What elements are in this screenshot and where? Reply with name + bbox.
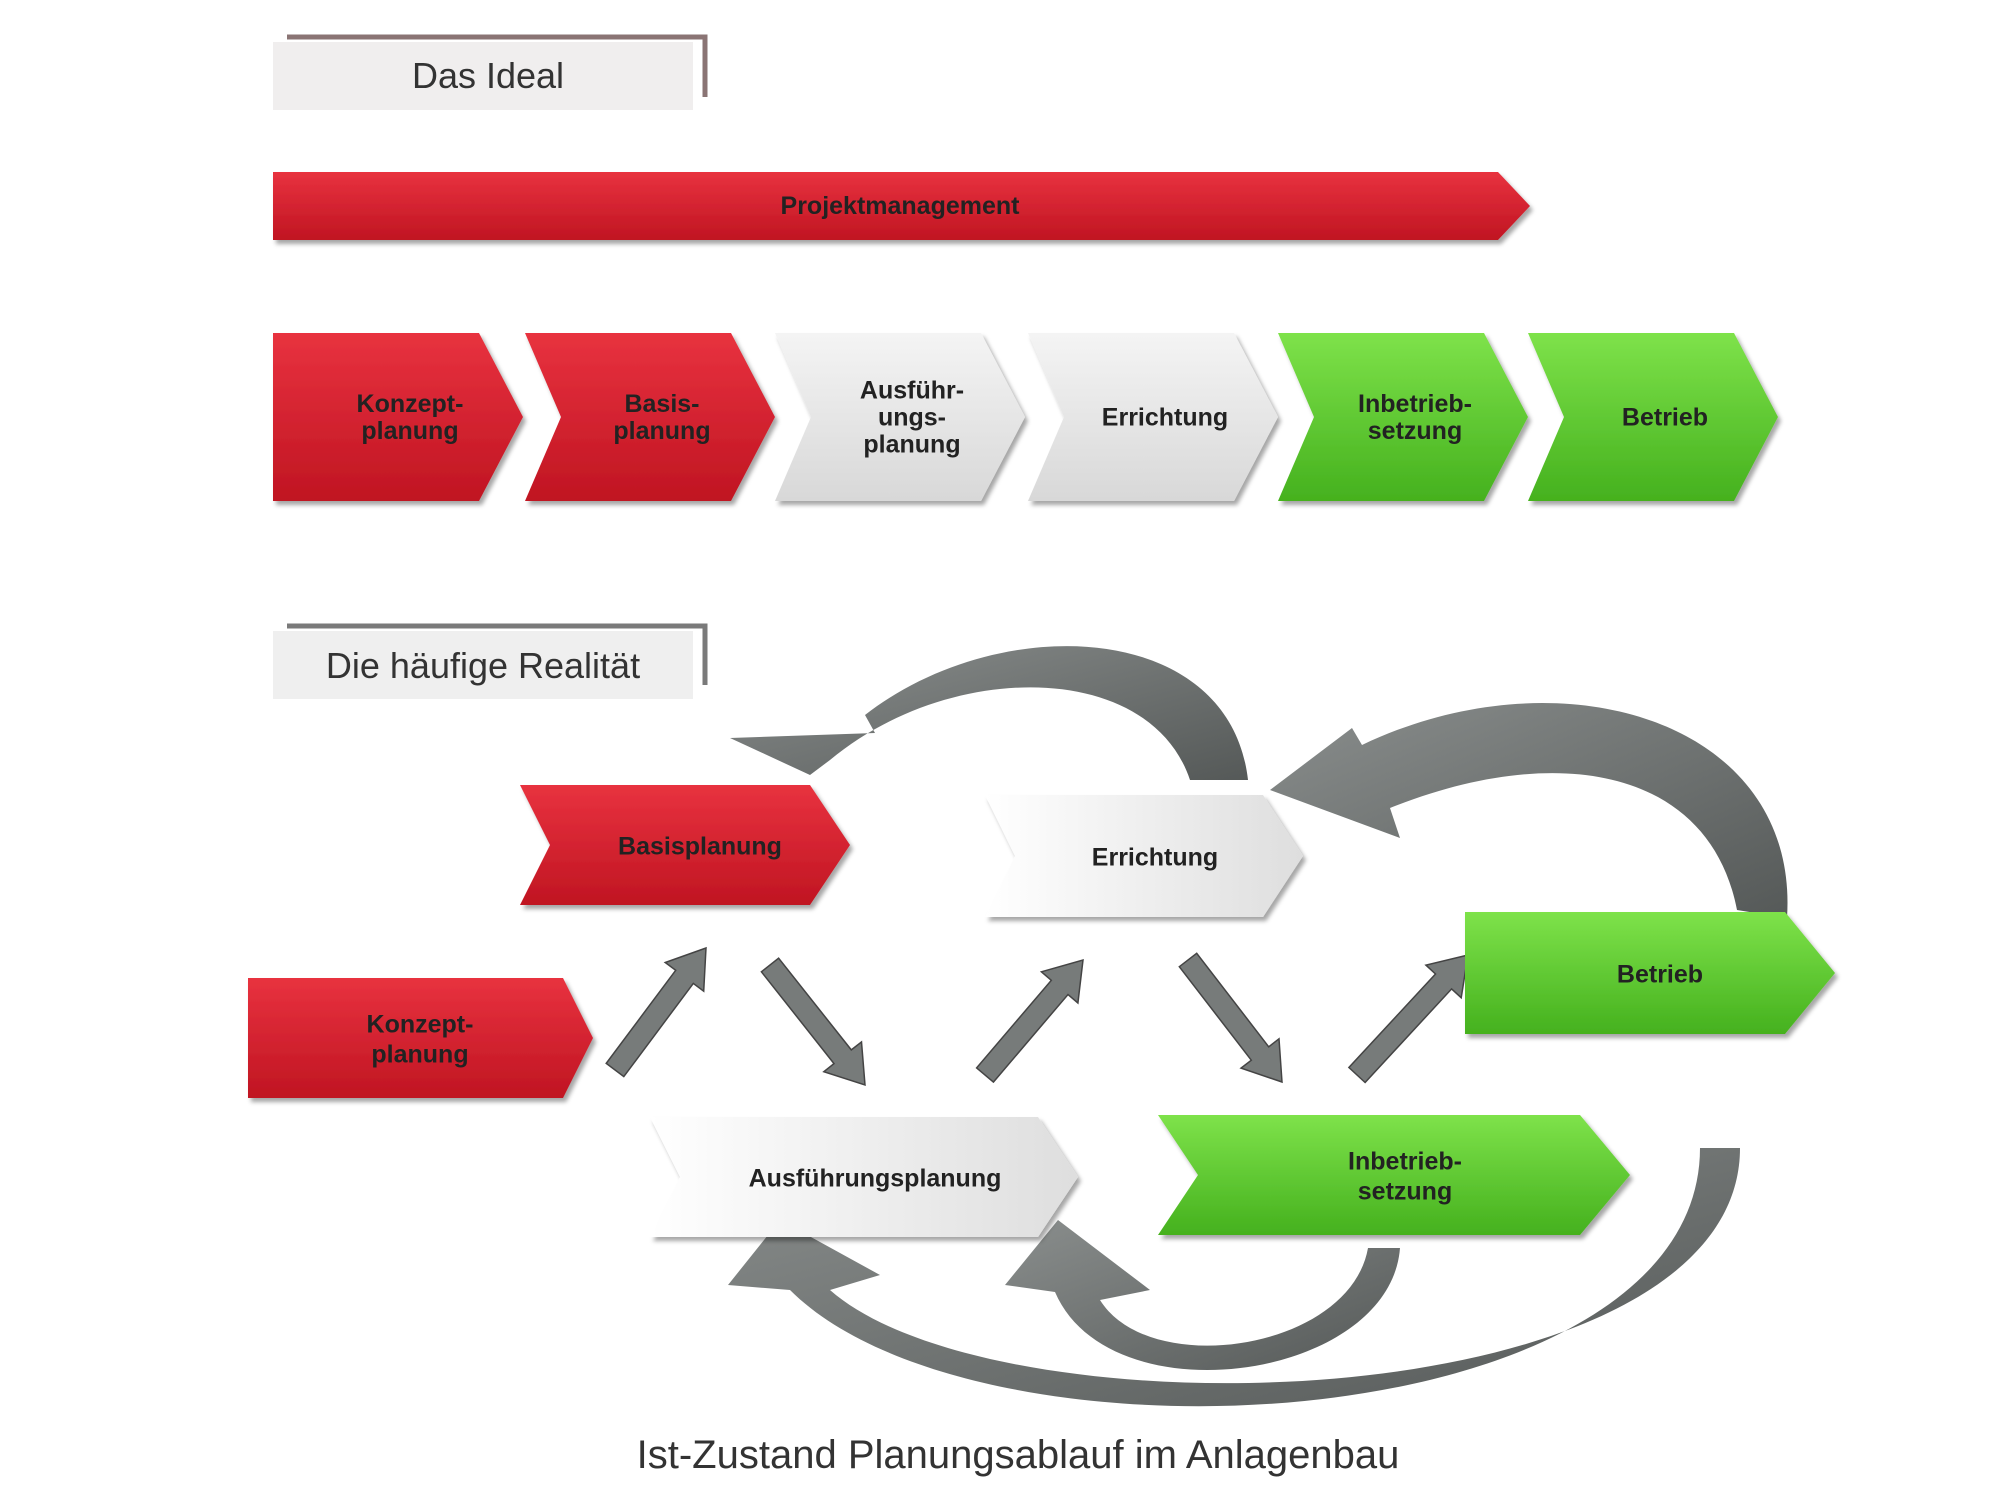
projektmanagement-label: Projektmanagement [781, 192, 1021, 220]
reality-node-errichtung-shape [985, 795, 1303, 917]
ideal-step-4: Errichtung [1028, 333, 1278, 501]
ideal-step-5-shape [1278, 333, 1528, 501]
reality-node-betrieb: Betrieb [1465, 912, 1835, 1034]
ideal-step-4-label-line-0: Errichtung [1102, 403, 1228, 431]
ideal-header-text: Das Ideal [412, 55, 564, 96]
arrow-inbetrieb-to-betrieb [1347, 954, 1469, 1084]
reality-node-errichtung: Errichtung [985, 795, 1303, 917]
curved-arrow-errichtung-to-basis [730, 646, 1248, 780]
ideal-step-4-shape [1028, 333, 1278, 501]
curved-arrows [728, 646, 1788, 1407]
reality-node-basis-shape [520, 785, 850, 905]
reality-node-basis-label-line-0: Basisplanung [618, 832, 782, 860]
reality-node-basis: Basisplanung [520, 785, 850, 905]
ideal-step-2-label-line-1: planung [613, 417, 710, 445]
reality-node-ausfuehrung-label-line-0: Ausführungsplanung [749, 1164, 1002, 1192]
reality-node-ausfuehrung-shape [650, 1117, 1078, 1237]
reality-node-errichtung-label-line-0: Errichtung [1092, 843, 1218, 871]
ideal-step-row: Konzept-planungBasis-planungAusführ-ungs… [273, 333, 1778, 501]
ideal-step-1-label-line-1: planung [361, 417, 458, 445]
ideal-step-3-label-line-0: Ausführ- [860, 377, 964, 405]
reality-node-konzept-label-line-1: planung [371, 1041, 468, 1069]
diagram-caption: Ist-Zustand Planungsablauf im Anlagenbau [637, 1433, 1400, 1477]
reality-node-inbetrieb-label-line-0: Inbetrieb- [1348, 1147, 1462, 1175]
ideal-step-5: Inbetrieb-setzung [1278, 333, 1528, 501]
reality-node-group: Konzept-planung Basisplanung ErrichtungAus… [248, 785, 1835, 1237]
ideal-step-3-label-line-1: ungs- [878, 403, 946, 431]
arrow-konzept-to-basis [605, 946, 707, 1078]
ideal-step-2: Basis-planung [525, 333, 775, 501]
reality-header: Die häufige Realität [273, 623, 708, 699]
reality-node-konzept-label-line-0: Konzept- [367, 1010, 474, 1038]
ideal-step-3: Ausführ-ungs-planung [775, 333, 1025, 501]
reality-header-text: Die häufige Realität [326, 645, 640, 686]
projektmanagement-bar: Projektmanagement [273, 172, 1530, 240]
ideal-step-6-shape [1528, 333, 1778, 501]
reality-node-inbetrieb-label-line-1: setzung [1358, 1178, 1452, 1206]
arrow-ausfuehrung-to-errichtung [975, 958, 1084, 1084]
reality-node-inbetrieb-shape [1158, 1115, 1630, 1235]
ideal-step-2-shape [525, 333, 775, 501]
ideal-step-5-label-line-0: Inbetrieb- [1358, 390, 1472, 418]
ideal-step-3-shape [775, 333, 1025, 501]
curved-arrow-inbetrieb-to-ausfuehrung [1005, 1220, 1400, 1371]
ideal-header: Das Ideal [273, 34, 708, 110]
ideal-step-1: Konzept-planung [273, 333, 523, 501]
reality-node-konzept-shape [248, 978, 593, 1098]
reality-node-ausfuehrung: Ausführungsplanung [650, 1117, 1078, 1237]
small-arrows [605, 946, 1469, 1087]
ideal-step-3-label-line-2: planung [863, 430, 960, 458]
curved-arrow-betrieb-to-errichtung [1270, 703, 1788, 918]
arrow-basis-to-ausfuehrung [760, 957, 866, 1087]
ideal-step-2-label-line-0: Basis- [624, 390, 699, 418]
ideal-step-5-label-line-1: setzung [1368, 417, 1462, 445]
arrow-errichtung-to-inbetrieb [1178, 952, 1283, 1084]
reality-node-konzept: Konzept-planung [248, 978, 593, 1098]
ideal-step-6-label-line-0: Betrieb [1622, 403, 1708, 431]
reality-node-betrieb-shape [1465, 912, 1835, 1034]
reality-node-betrieb-label-line-0: Betrieb [1617, 960, 1703, 988]
reality-node-inbetrieb: Inbetrieb-setzung [1158, 1115, 1630, 1235]
ideal-step-6: Betrieb [1528, 333, 1778, 501]
ideal-step-1-label-line-0: Konzept- [357, 390, 464, 418]
ideal-step-1-shape [273, 333, 523, 501]
